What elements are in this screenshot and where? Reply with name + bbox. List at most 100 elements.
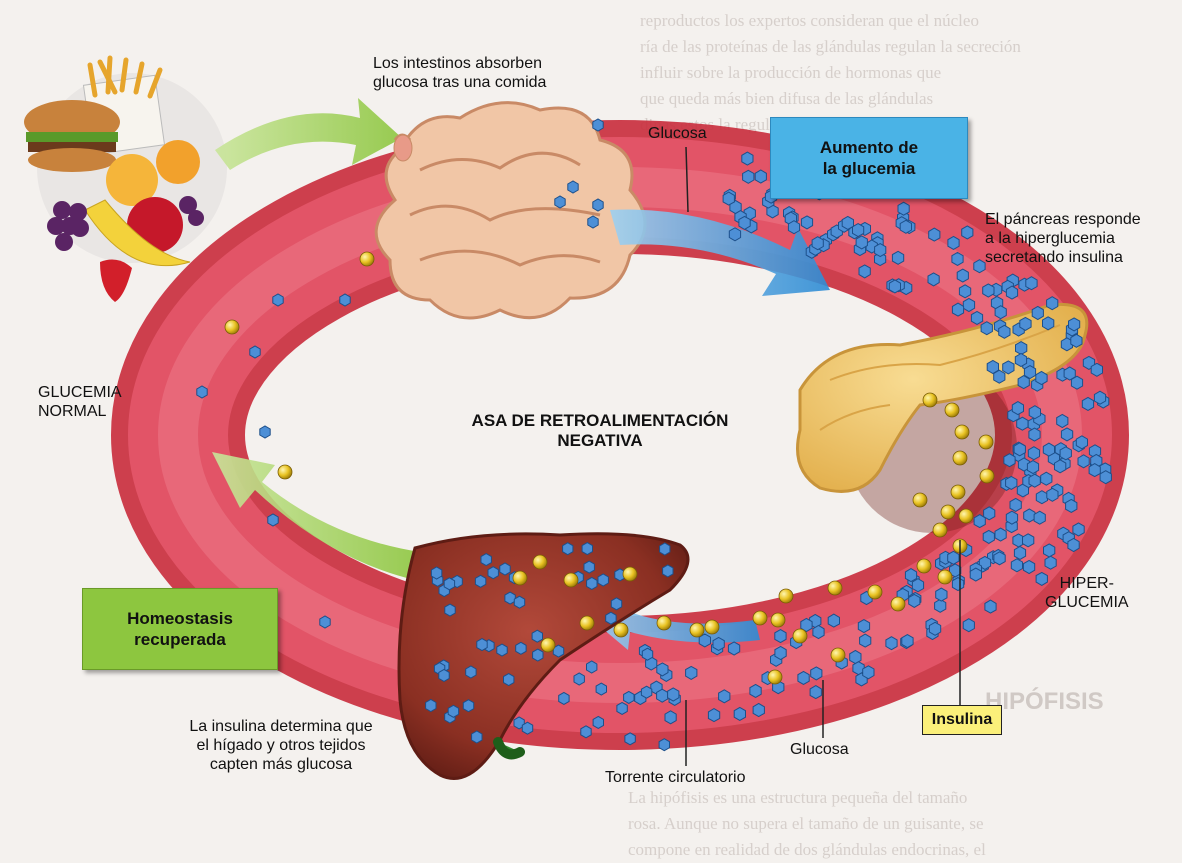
glucose-hexagon-icon (1064, 367, 1075, 380)
glucose-hexagon-icon (617, 702, 627, 714)
insulin-sphere-icon (955, 425, 969, 439)
glucose-hexagon-icon (588, 216, 598, 228)
glucose-hexagon-icon (858, 620, 869, 633)
insulin-sphere-icon (657, 616, 671, 630)
glucose-hexagon-icon (477, 639, 487, 651)
glucose-hexagon-icon (488, 567, 498, 579)
glucose-hexagon-icon (1023, 561, 1034, 574)
glucose-hexagon-icon (1041, 472, 1052, 485)
insulin-sphere-icon (933, 523, 947, 537)
glucose-hexagon-icon (935, 599, 946, 612)
glucose-hexagon-icon (898, 202, 909, 215)
pancreas-label-line: El páncreas responde (985, 210, 1141, 229)
glucose-hexagon-icon (962, 226, 973, 239)
insulin-sphere-icon (941, 505, 955, 519)
glucose-label-bottom: Glucosa (790, 740, 849, 759)
glucose-hexagon-icon (663, 565, 673, 577)
glucose-hexagon-icon (1076, 436, 1087, 449)
glucose-hexagon-icon (1044, 544, 1055, 557)
glucose-hexagon-icon (1024, 509, 1035, 522)
burger-lettuce (26, 132, 118, 142)
glucose-hexagon-icon (983, 284, 994, 297)
glucose-hexagon-icon (505, 592, 515, 604)
intestines-label-line: glucosa tras una comida (373, 73, 546, 92)
glucose-hexagon-icon (974, 260, 985, 273)
glucose-hexagon-icon (659, 739, 669, 751)
glucose-hexagon-icon (516, 642, 526, 654)
glucose-hexagon-icon (902, 635, 913, 648)
glucose-hexagon-icon (1071, 334, 1082, 347)
glucose-hexagon-icon (995, 306, 1006, 319)
glucose-hexagon-icon (1032, 307, 1043, 320)
glucose-hexagon-icon (892, 251, 903, 264)
glucose-hexagon-icon (1091, 363, 1102, 376)
glucose-hexagon-icon (886, 637, 897, 650)
glucose-hexagon-icon (1006, 286, 1017, 299)
glucose-hexagon-icon (497, 644, 507, 656)
insulin-sphere-icon (278, 465, 292, 479)
insulin-sphere-icon (868, 585, 882, 599)
hyperglycemia-label: HIPER- GLUCEMIA (1045, 574, 1129, 612)
glucose-hexagon-icon (912, 579, 923, 592)
glucose-hexagon-icon (963, 619, 974, 632)
insulin-sphere-icon (951, 485, 965, 499)
glucose-hexagon-icon (1011, 559, 1022, 572)
glucose-hexagon-icon (340, 294, 350, 306)
glucose-hexagon-icon (985, 600, 996, 613)
glucose-hexagon-icon (260, 426, 270, 438)
glucose-hexagon-icon (197, 386, 207, 398)
insulin-sphere-icon (891, 597, 905, 611)
glucose-hexagon-icon (568, 181, 578, 193)
pancreas-label-line: secretando insulina (985, 248, 1141, 267)
glucose-hexagon-icon (448, 705, 458, 717)
insulin-sphere-icon (564, 573, 578, 587)
insulin-sphere-icon (979, 435, 993, 449)
glucose-hexagon-icon (952, 303, 963, 316)
glucose-hexagon-icon (728, 642, 739, 655)
liver-label-line: capten más glucosa (166, 755, 396, 774)
burger-bun (28, 148, 116, 172)
glucose-hexagon-icon (1069, 318, 1080, 331)
glucose-hexagon-icon (743, 170, 754, 183)
glucose-hexagon-icon (584, 561, 594, 573)
glucose-label-top: Glucosa (648, 124, 707, 143)
glucose-hexagon-icon (970, 568, 981, 581)
glucose-hexagon-icon (1015, 354, 1026, 367)
glucose-hexagon-icon (1034, 511, 1045, 524)
insulin-sphere-icon (513, 571, 527, 585)
glucose-hexagon-icon (1036, 372, 1047, 385)
glucose-hexagon-icon (1057, 415, 1068, 428)
glucose-hexagon-icon (981, 322, 992, 335)
glucose-hexagon-icon (657, 689, 668, 702)
glucose-hexagon-icon (723, 192, 734, 205)
glucose-hexagon-icon (1010, 498, 1021, 511)
glucose-hexagon-icon (984, 507, 995, 520)
glucose-hexagon-icon (1029, 428, 1040, 441)
glucose-hexagon-icon (1047, 297, 1058, 310)
normal-glucose-line: NORMAL (38, 402, 122, 421)
glucose-hexagon-icon (624, 691, 634, 703)
glucose-hexagon-icon (606, 612, 616, 624)
glucose-hexagon-icon (889, 280, 900, 293)
glucose-hexagon-icon (957, 269, 968, 282)
glucose-hexagon-icon (750, 684, 761, 697)
glucose-hexagon-icon (739, 216, 750, 229)
glucose-hexagon-icon (268, 514, 278, 526)
glucose-hexagon-icon (1094, 391, 1105, 404)
glucose-hexagon-icon (574, 673, 584, 685)
glucose-hexagon-icon (532, 630, 542, 642)
glucose-hexagon-icon (1027, 461, 1038, 474)
glucose-hexagon-icon (426, 700, 436, 712)
glucose-hexagon-icon (250, 346, 260, 358)
glucose-hexagon-icon (1006, 511, 1017, 524)
glucose-hexagon-icon (514, 596, 524, 608)
homeostasis-line: Homeostasis (127, 608, 233, 629)
glucose-hexagon-icon (1023, 534, 1034, 547)
glucose-hexagon-icon (929, 622, 940, 635)
glucose-hexagon-icon (948, 551, 959, 564)
insulin-sphere-icon (753, 611, 767, 625)
glucose-hexagon-icon (481, 554, 491, 566)
glucose-hexagon-icon (1043, 317, 1054, 330)
glucose-hexagon-icon (665, 711, 676, 724)
